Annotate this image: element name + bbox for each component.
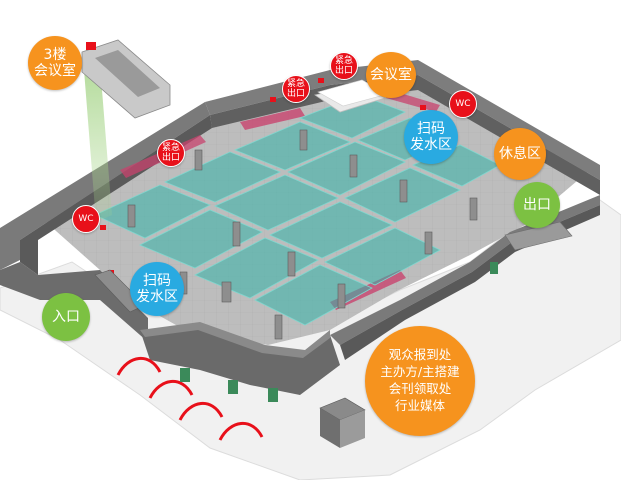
wc-label-right: WC xyxy=(449,90,477,118)
meeting-room-3f-interior xyxy=(95,50,160,97)
exit-label: 出口 xyxy=(514,182,560,228)
east-wall-side xyxy=(340,205,600,360)
meeting-room-label: 会议室 xyxy=(366,52,416,98)
registration-desk-side xyxy=(340,410,365,448)
emergency-exit-label-2: 紧急 出口 xyxy=(282,75,310,103)
scan-water-area-label-top: 扫码 发水区 xyxy=(404,110,458,164)
emergency-exit-label-1: 紧急 出口 xyxy=(330,52,358,80)
registration-desk-front xyxy=(320,408,340,448)
registration-label: 观众报到处 主办方/主搭建 会刊领取处 行业媒体 xyxy=(365,326,475,436)
scan-water-area-label-bottom: 扫码 发水区 xyxy=(130,262,184,316)
light-beam xyxy=(84,65,112,222)
entrance-arches xyxy=(116,356,264,441)
wc-label-left: WC xyxy=(72,205,100,233)
meeting-room-3f-marker xyxy=(86,42,96,50)
rest-area-label: 休息区 xyxy=(494,128,546,180)
emergency-exit-label-3: 紧急 出口 xyxy=(157,139,185,167)
meeting-room-3f-label: 3楼 会议室 xyxy=(28,36,82,90)
booth-zones xyxy=(94,94,501,326)
entrance-block xyxy=(140,325,340,395)
entrance-label: 入口 xyxy=(42,293,90,341)
entrance-block-top xyxy=(140,322,330,358)
carpet-north xyxy=(240,108,305,130)
north-wall-side xyxy=(210,75,600,195)
west-wall xyxy=(0,102,210,270)
